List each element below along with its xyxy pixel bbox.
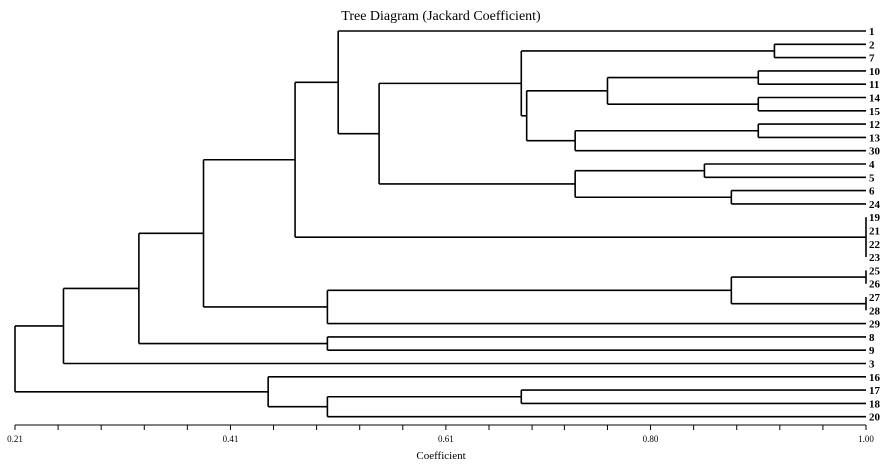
leaf-label: 3	[869, 359, 875, 371]
leaf-label: 10	[869, 66, 881, 78]
leaf-label: 17	[869, 385, 881, 397]
leaf-label: 2	[869, 39, 875, 51]
x-tick-label: 0.80	[643, 434, 659, 444]
x-axis-ticks: 0.21 0.41 0.61 0.80 1.00	[7, 425, 874, 444]
leaf-label: 26	[869, 279, 881, 291]
leaf-label: 23	[869, 252, 881, 264]
leaf-label: 22	[869, 239, 881, 251]
leaf-label: 27	[869, 292, 881, 304]
leaf-label: 5	[869, 172, 875, 184]
x-tick-label: 1.00	[858, 434, 874, 444]
leaf-label: 25	[869, 265, 881, 277]
x-tick-label: 0.61	[438, 434, 454, 444]
leaf-label: 7	[869, 53, 875, 65]
leaf-labels: 1271011141512133045624192122232526272829…	[869, 26, 881, 424]
leaf-label: 28	[869, 305, 881, 317]
leaf-label: 4	[869, 159, 875, 171]
leaf-label: 14	[869, 93, 881, 105]
leaf-label: 13	[869, 132, 881, 144]
leaf-label: 21	[869, 226, 880, 238]
x-axis-label: Coefficient	[416, 450, 465, 462]
x-axis: 0.21 0.41 0.61 0.80 1.00	[7, 424, 874, 444]
x-tick-label: 0.41	[223, 434, 239, 444]
leaf-label: 16	[869, 372, 881, 384]
leaf-label: 18	[869, 398, 881, 410]
leaf-label: 9	[869, 345, 875, 357]
leaf-label: 30	[869, 146, 881, 158]
leaf-label: 8	[869, 332, 875, 344]
x-tick-label: 0.21	[7, 434, 23, 444]
leaf-label: 20	[869, 412, 881, 424]
leaf-label: 12	[869, 119, 881, 131]
leaf-label: 15	[869, 106, 881, 118]
leaf-label: 19	[869, 212, 881, 224]
leaf-label: 1	[869, 26, 875, 38]
chart-title: Tree Diagram (Jackard Coefficient)	[341, 9, 541, 24]
leaf-label: 24	[869, 199, 881, 211]
leaf-label: 29	[869, 319, 881, 331]
leaf-label: 11	[869, 79, 879, 91]
leaf-label: 6	[869, 186, 875, 198]
tree-branches	[14, 30, 867, 418]
